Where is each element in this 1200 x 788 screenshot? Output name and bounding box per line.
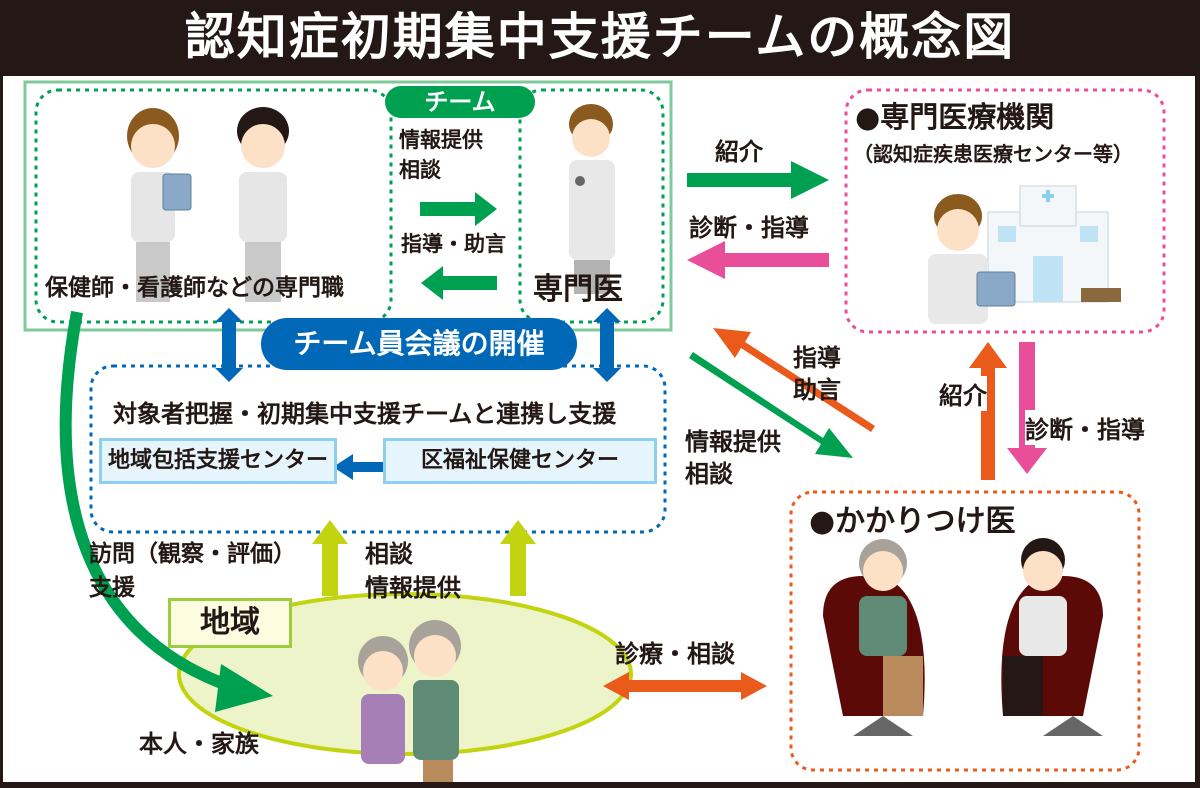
specialist-label: 専門医 bbox=[533, 272, 623, 307]
meeting-arrow-left-double bbox=[215, 308, 243, 382]
title-bar: 認知症初期集中支援チームの概念図 bbox=[0, 0, 1200, 74]
consult-arrow-up-left bbox=[312, 520, 348, 596]
institution-title: ●専門医療機関 bbox=[855, 100, 1055, 134]
family-referral-arrow-up bbox=[969, 342, 1007, 480]
diagonal-guidance-line2: 助言 bbox=[793, 376, 841, 404]
community-label: 地域 bbox=[168, 598, 292, 648]
consult-label-line2: 情報提供 bbox=[365, 574, 461, 602]
visit-label-line1: 訪問（観察・評価） bbox=[89, 541, 296, 567]
from-specialist-label: 指導・助言 bbox=[401, 232, 506, 256]
info-diagonal-arrow bbox=[689, 352, 853, 458]
elderly-couple-figure bbox=[358, 620, 461, 782]
family-diagnosis-arrow-down bbox=[1007, 342, 1047, 474]
diagram-canvas: チーム 情報提供 相談 指導・助言 保健師・看護師などの専門職 専門医 チーム員… bbox=[3, 76, 1195, 782]
family-doctor-title: ●かかりつけ医 bbox=[809, 504, 1016, 539]
family-doctor-box bbox=[789, 490, 1141, 772]
center-left-box: 地域包括支援センター bbox=[99, 438, 337, 484]
specialist-doctor-figure bbox=[569, 104, 615, 294]
doctor-in-chair-figure bbox=[1001, 538, 1103, 736]
visit-label-line2: 支援 bbox=[89, 575, 135, 601]
nurse-figure-male bbox=[237, 107, 289, 302]
support-heading: 対象者把握・初期集中支援チームと連携し支援 bbox=[113, 400, 617, 428]
referral-arrow-right bbox=[687, 161, 829, 199]
professionals-box bbox=[34, 88, 393, 324]
visit-support-arrowhead bbox=[215, 664, 273, 712]
diagonal-info-line2: 相談 bbox=[685, 460, 733, 488]
diagonal-guidance-line1: 指導 bbox=[793, 344, 841, 372]
patient-in-chair-figure bbox=[823, 539, 925, 736]
care-consult-label: 診療・相談 bbox=[615, 640, 735, 668]
team-tag: チーム bbox=[385, 86, 535, 118]
meeting-arrow-right-double bbox=[593, 308, 621, 382]
diagonal-info-line1: 情報提供 bbox=[685, 428, 781, 456]
diagram-title: 認知症初期集中支援チームの概念図 bbox=[184, 8, 1016, 66]
specialist-box bbox=[518, 88, 665, 324]
family-referral-label: 紹介 bbox=[939, 376, 987, 411]
meeting-label: チーム員会議の開催 bbox=[261, 318, 577, 370]
to-specialist-label-line1: 情報提供 bbox=[399, 128, 483, 152]
consult-arrow-up-right bbox=[500, 520, 536, 596]
institution-subtitle: （認知症疾患医療センター等） bbox=[853, 142, 1133, 166]
person-family-label: 本人・家族 bbox=[139, 730, 259, 758]
specialized-institution-box bbox=[844, 88, 1166, 334]
diagnosis-arrow-left bbox=[687, 241, 829, 279]
care-double-arrow bbox=[603, 672, 767, 700]
info-arrow-right bbox=[420, 192, 497, 226]
to-specialist-label-line2: 相談 bbox=[399, 158, 441, 182]
institution-doctor-figure bbox=[928, 194, 1016, 324]
diagram-shapes bbox=[23, 80, 1166, 782]
consult-label-line1: 相談 bbox=[365, 540, 413, 568]
nurse-figure-female bbox=[127, 108, 192, 302]
family-diagnosis-label: 診断・指導 bbox=[1025, 410, 1145, 445]
visit-support-arrow bbox=[59, 310, 237, 694]
guidance-diagonal-arrow bbox=[713, 328, 875, 432]
professionals-label: 保健師・看護師などの専門職 bbox=[45, 275, 344, 301]
diagnosis-label: 診断・指導 bbox=[689, 214, 809, 242]
referral-label: 紹介 bbox=[715, 138, 763, 166]
guidance-arrow-left bbox=[421, 266, 497, 300]
center-right-box: 区福祉保健センター bbox=[383, 438, 657, 484]
